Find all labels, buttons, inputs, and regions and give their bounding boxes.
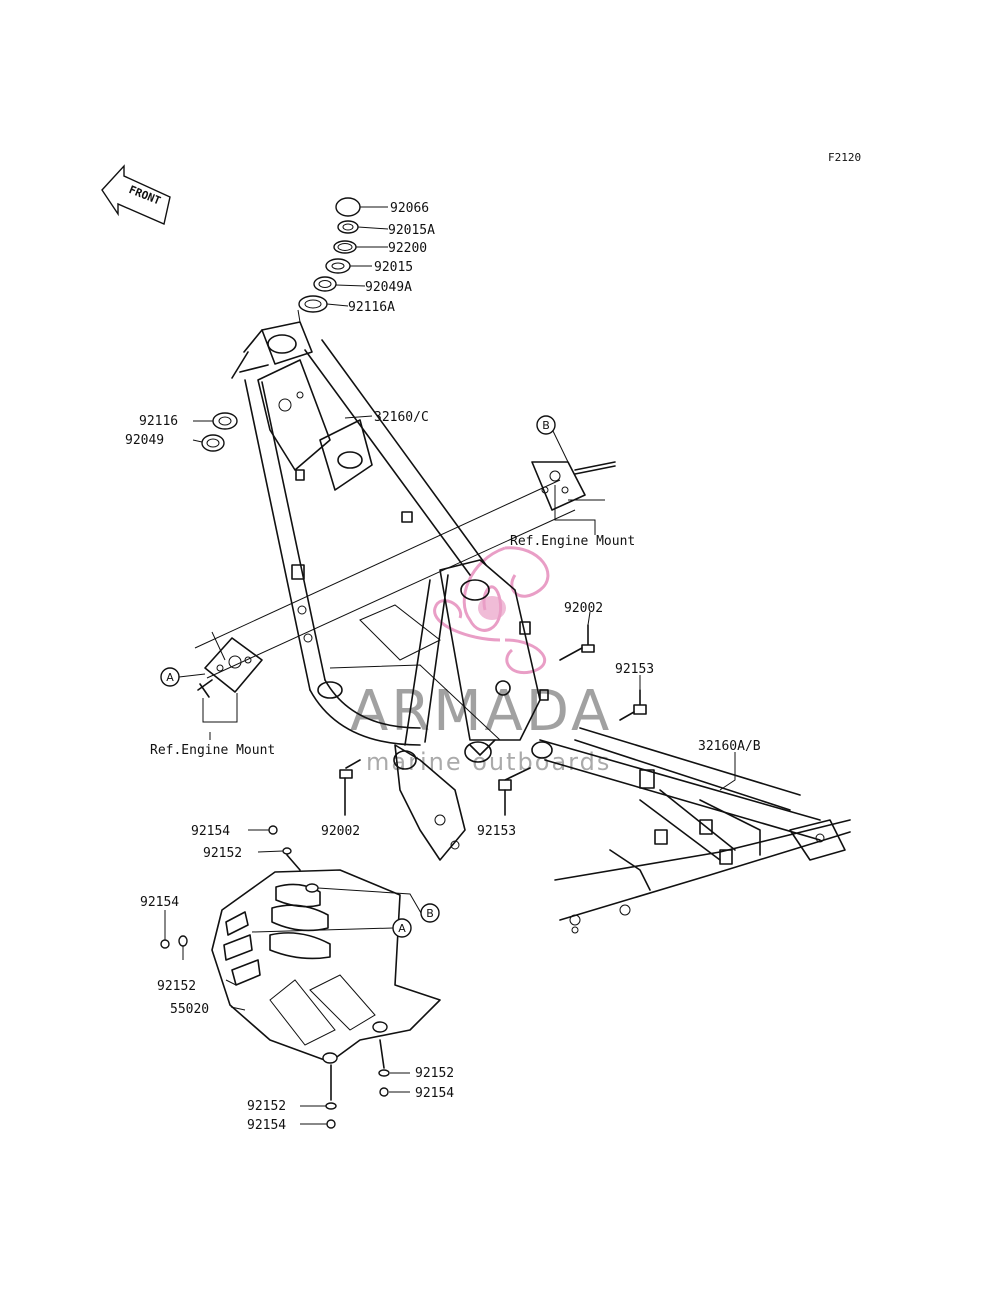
- steering-stack: [201, 197, 361, 452]
- engine-mount-bracket-upper: [531, 461, 616, 511]
- engine-mount-outline: [194, 479, 576, 679]
- label-92015: 92015: [374, 260, 413, 275]
- part-labels: 92066 92015A 92200 92015 92049A 92116A 9…: [125, 201, 761, 1133]
- label-92152-top: 92152: [203, 846, 242, 861]
- label-92152-right: 92152: [415, 1066, 454, 1081]
- label-92152-bottom: 92152: [247, 1099, 286, 1114]
- ref-engine-mount-lower: Ref.Engine Mount: [150, 743, 275, 758]
- callout-b-upper: B: [536, 415, 569, 463]
- main-frame: [231, 321, 549, 861]
- label-92015A: 92015A: [388, 223, 435, 238]
- callout-b-skid-label: B: [426, 907, 434, 920]
- label-92116: 92116: [139, 414, 178, 429]
- label-92066: 92066: [390, 201, 429, 216]
- callout-a-lower-label: A: [166, 671, 174, 684]
- label-92049A: 92049A: [365, 280, 412, 295]
- label-92152-left: 92152: [157, 979, 196, 994]
- skid-plate: [211, 869, 441, 1064]
- front-arrow-icon: FRONT: [101, 164, 171, 225]
- label-55020: 55020: [170, 1002, 209, 1017]
- label-92153-lower: 92153: [477, 824, 516, 839]
- rear-frame: [531, 727, 851, 934]
- label-32160C: 32160/C: [374, 410, 429, 425]
- label-92154-right: 92154: [415, 1086, 454, 1101]
- watermark-brand: ARMADA: [350, 679, 612, 744]
- diagram-code: F2120: [828, 151, 861, 164]
- label-92002-lower: 92002: [321, 824, 360, 839]
- fasteners: [160, 624, 647, 1129]
- label-92116A: 92116A: [348, 300, 395, 315]
- callout-a-skid-label: A: [398, 922, 406, 935]
- ref-engine-mount-upper: Ref.Engine Mount: [510, 534, 635, 549]
- watermark-logo-icon: [433, 546, 550, 675]
- label-92002-upper: 92002: [564, 601, 603, 616]
- callout-a-lower: A: [160, 667, 206, 687]
- label-92154-left: 92154: [140, 895, 179, 910]
- label-92049: 92049: [125, 433, 164, 448]
- watermark-tagline: marine outboards: [366, 748, 611, 776]
- callout-b-skid: B: [317, 887, 440, 923]
- label-92153-upper: 92153: [615, 662, 654, 677]
- engine-mount-bracket-lower: [197, 637, 263, 698]
- label-92154-top: 92154: [191, 824, 230, 839]
- callout-a-skid: A: [251, 918, 412, 938]
- label-92154-bottom: 92154: [247, 1118, 286, 1133]
- label-32160AB: 32160A/B: [698, 739, 761, 754]
- label-92200: 92200: [388, 241, 427, 256]
- leader-lines: [164, 206, 736, 1125]
- callout-b-upper-label: B: [542, 419, 550, 432]
